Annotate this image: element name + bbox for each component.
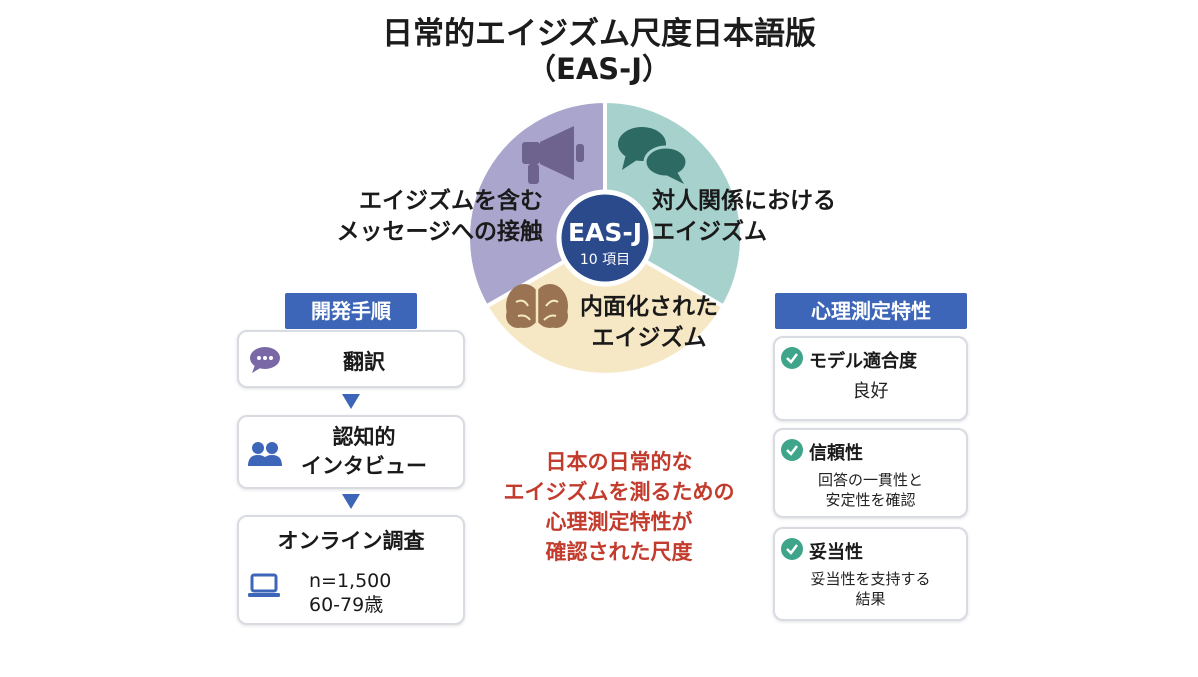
property-title: モデル適合度 (809, 351, 917, 372)
property-desc: 良好 (852, 381, 889, 402)
speech-bubbles-icon (618, 127, 689, 184)
step-title: 翻訳 (343, 350, 385, 374)
property-title: 妥当性 (809, 542, 863, 563)
property-title: 信頼性 (809, 443, 863, 464)
property-validity: 妥当性 妥当性を支持する 結果 (773, 527, 968, 621)
sample-size: n=1,500 (309, 570, 392, 592)
brain-icon (506, 284, 568, 328)
development-header: 開発手順 (285, 293, 417, 329)
step-translation: 翻訳 (237, 330, 465, 388)
segment-label-line: 対人関係における (652, 188, 836, 214)
property-desc-line: 回答の一貫性と (817, 471, 923, 489)
center-name: EAS-J (568, 218, 642, 247)
summary-line-4: 確認された尺度 (545, 540, 693, 564)
step-cognitive-interview: 認知的 インタビュー (237, 415, 465, 489)
laptop-icon (248, 573, 280, 597)
center-circle (556, 189, 654, 287)
property-desc-line: 安定性を確認 (825, 491, 916, 509)
people-icon (248, 442, 282, 466)
property-desc-line: 妥当性を支持する (810, 570, 931, 588)
property-model-fit: モデル適合度 良好 (773, 336, 968, 421)
check-icon (781, 538, 803, 560)
check-icon (781, 347, 803, 369)
step-title: 認知的 インタビュー (279, 423, 449, 481)
segment-label-line: エイジズム (652, 219, 767, 245)
step-title-line: 認知的 (332, 425, 396, 449)
segment-label-interpersonal: 対人関係における エイジズム (652, 186, 836, 248)
segment-internalized (483, 235, 727, 377)
step-title-line: インタビュー (301, 454, 427, 478)
step-online-survey: オンライン調査 n=1,500 60-79歳 (237, 515, 465, 625)
page-title: 日常的エイジズム尺度日本語版 (382, 16, 816, 52)
segment-label-line: エイジズム (591, 325, 707, 351)
check-icon (781, 439, 803, 461)
page-subtitle: （EAS-J） (527, 52, 671, 86)
summary-line-3: 心理測定特性が (545, 510, 693, 534)
property-desc: 回答の一貫性と 安定性を確認 (775, 470, 966, 510)
property-desc: 妥当性を支持する 結果 (775, 569, 966, 609)
segment-label-line: 内面化された (580, 294, 718, 320)
segment-label-line: エイジズムを含む (359, 188, 543, 214)
segment-label-line: メッセージへの接触 (336, 219, 543, 245)
chat-bubble-icon (250, 347, 280, 373)
segment-label-exposure: エイジズムを含む メッセージへの接触 (298, 186, 543, 248)
psychometric-header: 心理測定特性 (775, 293, 967, 329)
survey-details: n=1,500 60-79歳 (309, 569, 391, 617)
center-item-count: 10 項目 (580, 252, 630, 268)
property-reliability: 信頼性 回答の一貫性と 安定性を確認 (773, 428, 968, 518)
eas-j-pie-diagram: EAS-J 10 項目 (466, 100, 744, 377)
summary-line-1: 日本の日常的な (545, 450, 693, 474)
age-range: 60-79歳 (309, 594, 384, 616)
step-title: オンライン調査 (277, 529, 425, 553)
arrow-down-icon (342, 394, 360, 409)
segment-label-internalized: 内面化された エイジズム (568, 292, 730, 354)
megaphone-icon (522, 126, 584, 184)
arrow-down-icon (342, 494, 360, 509)
summary-line-2: エイジズムを測るための (503, 480, 735, 504)
property-desc-line: 結果 (855, 590, 886, 608)
